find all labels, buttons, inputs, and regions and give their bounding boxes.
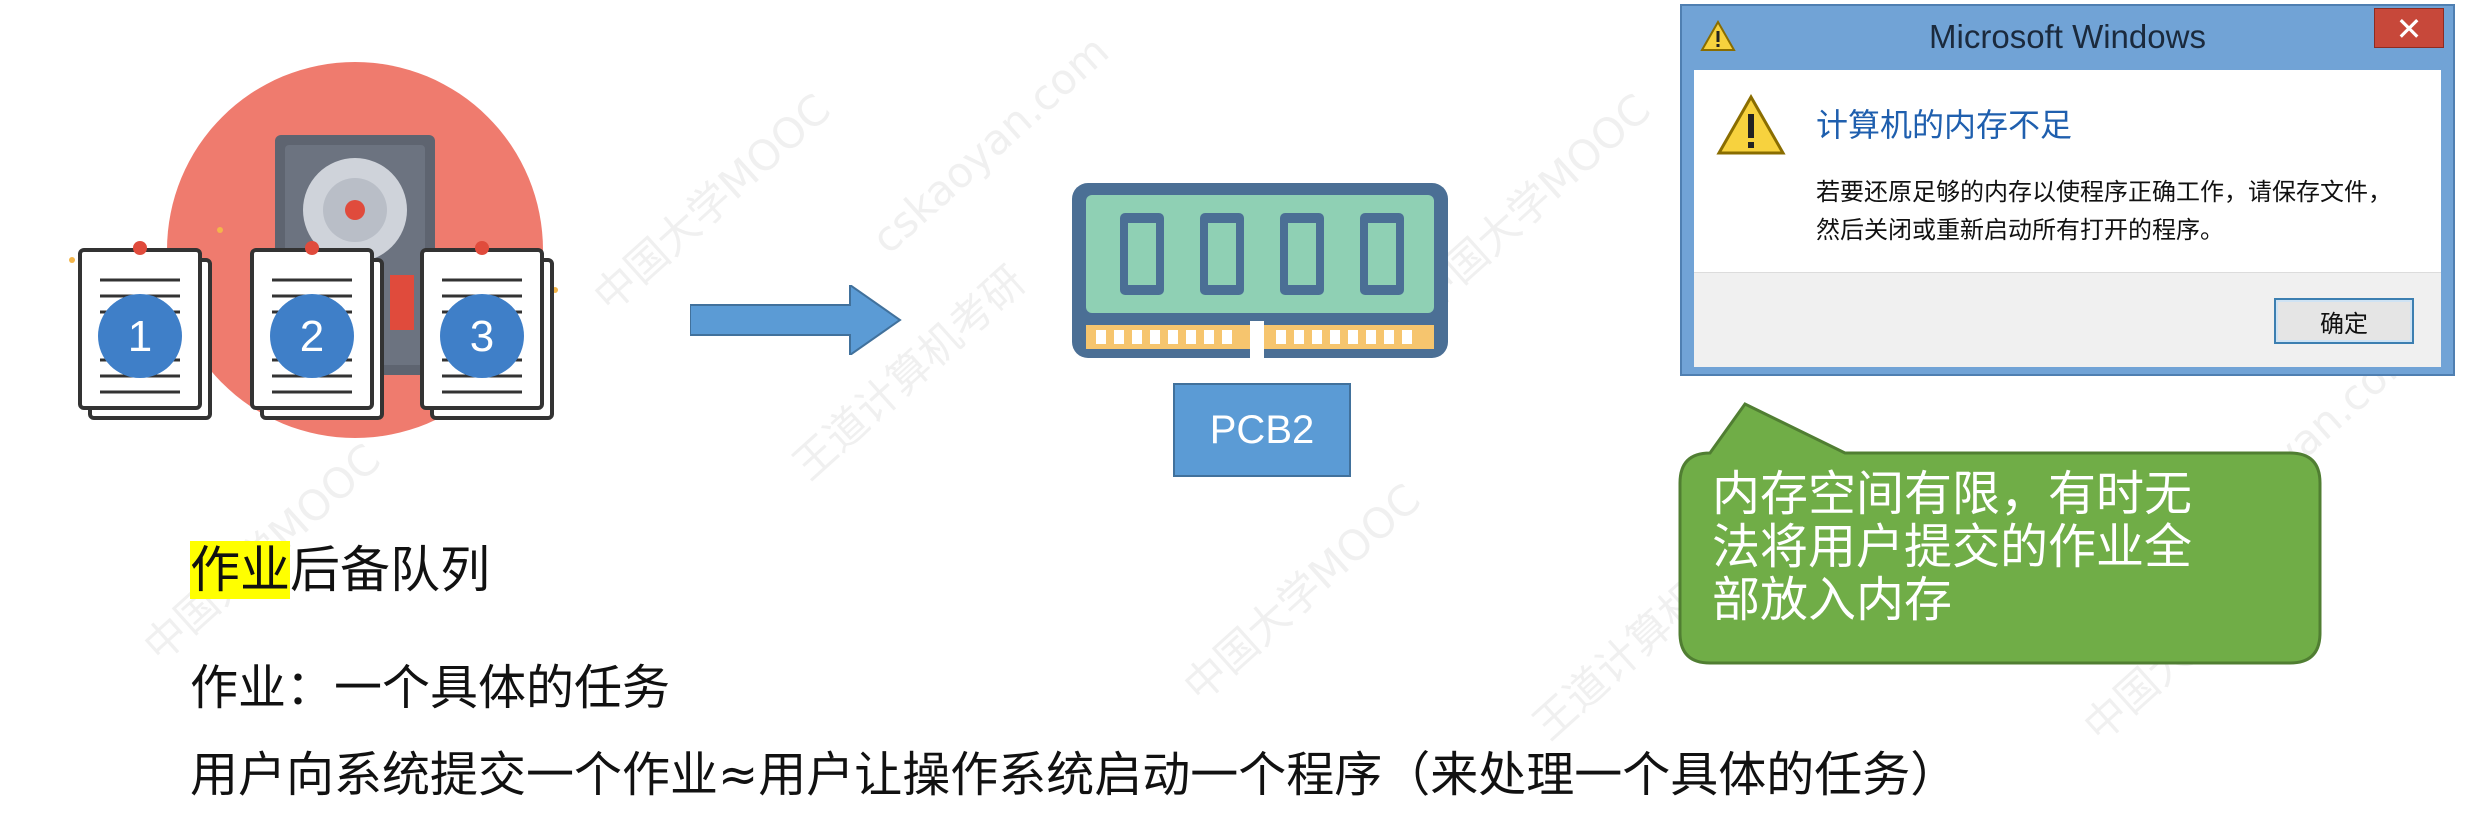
- highlighted-term: 作业: [190, 541, 290, 599]
- warning-icon: [1716, 94, 1786, 155]
- job-queue-caption: 作业后备队列: [190, 530, 490, 602]
- bubble-line-3: 部放入内存: [1712, 572, 1953, 628]
- document-icon-1: 1: [78, 241, 212, 420]
- close-button[interactable]: ✕: [2374, 8, 2444, 48]
- bubble-line-1: 内存空间有限，有时无: [1712, 466, 2193, 522]
- right-arrow-icon: [690, 285, 902, 355]
- dialog-body: 计算机的内存不足 若要还原足够的内存以使程序正确工作，请保存文件， 然后关闭或重…: [1694, 70, 2441, 367]
- job-explanation-text: 用户向系统提交一个作业≈用户让操作系统启动一个程序（来处理一个具体的任务）: [190, 747, 1959, 803]
- document-number-3: 3: [470, 312, 494, 361]
- ok-button[interactable]: 确定: [2274, 298, 2414, 344]
- low-memory-dialog: Microsoft Windows ✕ 计算机的内存不足 若要还原足够的内存以使…: [1680, 4, 2455, 376]
- speech-bubble-text: 内存空间有限，有时无 法将用户提交的作业全 部放入内存: [1712, 468, 2272, 627]
- speech-bubble: [1678, 402, 2322, 665]
- document-number-2: 2: [300, 312, 324, 361]
- dialog-title: Microsoft Windows: [1929, 18, 2206, 55]
- warning-icon: [1700, 20, 1736, 51]
- bubble-line-2: 法将用户提交的作业全: [1712, 519, 2193, 575]
- document-icon-2: 2: [250, 241, 384, 420]
- document-number-1: 1: [128, 312, 152, 361]
- watermark-text: 中国大学MOOC: [1174, 474, 1430, 712]
- dialog-footer: 确定: [1694, 272, 2441, 367]
- dialog-titlebar[interactable]: Microsoft Windows ✕: [1682, 6, 2453, 66]
- job-queue-illustration: 1 2 3: [60, 60, 580, 440]
- dialog-message-line-2: 然后关闭或重新启动所有打开的程序。: [1816, 216, 2224, 244]
- disk-documents-graphic: 1 2 3: [69, 62, 558, 438]
- document-icon-3: 3: [420, 241, 554, 420]
- caption-rest: 后备队列: [290, 541, 490, 599]
- memory-chip-icon: [1072, 183, 1448, 361]
- dialog-heading: 计算机的内存不足: [1816, 106, 2073, 144]
- job-definition-text: 作业：一个具体的任务: [190, 660, 671, 716]
- pcb-label-box: PCB2: [1173, 383, 1351, 477]
- dialog-message-line-1: 若要还原足够的内存以使程序正确工作，请保存文件，: [1816, 178, 2392, 206]
